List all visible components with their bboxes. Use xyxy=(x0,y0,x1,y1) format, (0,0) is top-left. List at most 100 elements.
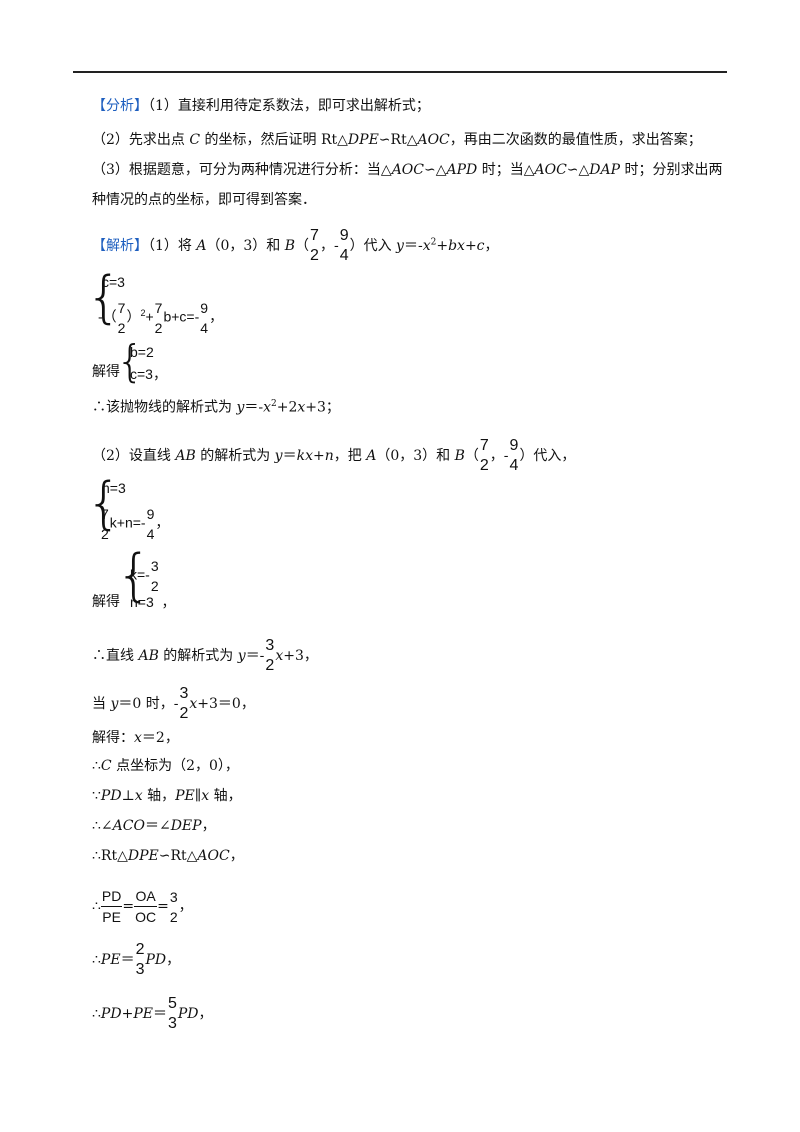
var: y xyxy=(396,238,404,254)
solve1-line-1: b=2 xyxy=(130,344,154,360)
text: ⊥ xyxy=(121,788,135,804)
numerator: 3 xyxy=(265,637,275,654)
denominator: 2 xyxy=(117,320,126,336)
text: ， xyxy=(198,1006,213,1022)
var: AOC xyxy=(534,162,567,178)
denominator: 3 xyxy=(135,961,145,978)
var: x xyxy=(134,730,142,746)
text: ， xyxy=(229,848,244,864)
text: ＝ xyxy=(152,1006,167,1022)
text: ，- xyxy=(319,238,339,254)
solve2-label: 解得 xyxy=(92,594,120,610)
solve2-line-2: n=3 ， xyxy=(130,592,176,612)
text: 时；当△ xyxy=(477,162,535,178)
denominator: 4 xyxy=(200,320,209,336)
var: B xyxy=(454,448,465,464)
text: ，把 xyxy=(333,448,367,464)
text: 轴， xyxy=(142,788,176,804)
denominator: 2 xyxy=(169,908,178,925)
numerator: 7 xyxy=(479,437,489,454)
denominator: 2 xyxy=(150,578,159,594)
text: c=3 xyxy=(130,366,153,382)
var: x xyxy=(189,696,198,712)
text: 的解析式为 xyxy=(195,448,275,464)
system1-line-1: c=3 xyxy=(102,274,125,290)
analysis-tag: 【分析】 xyxy=(92,98,148,114)
brace-icon: { xyxy=(116,543,152,608)
text: ， xyxy=(484,238,499,254)
text: ， xyxy=(155,514,170,531)
var: DAP xyxy=(589,162,621,178)
numerator: 9 xyxy=(146,506,155,522)
text: （2）先求出点 xyxy=(92,132,190,148)
text: 时；分别求出两 xyxy=(620,162,723,178)
var: n xyxy=(324,448,334,464)
var: y xyxy=(274,448,283,464)
text: ∴直线 xyxy=(92,648,139,664)
var: PD xyxy=(177,1006,199,1022)
numerator: 3 xyxy=(150,558,159,574)
text: （0，3）和 xyxy=(376,448,455,464)
var: kx xyxy=(296,448,313,464)
var: PE xyxy=(175,788,195,804)
var: ACO xyxy=(112,818,145,834)
denominator: 2 xyxy=(310,247,319,264)
text: 轴， xyxy=(209,788,242,804)
var: B xyxy=(284,238,296,254)
text: +3， xyxy=(283,648,318,664)
text: （2）设直线 xyxy=(92,448,176,464)
text: 当 xyxy=(92,696,111,712)
numerator: 9 xyxy=(339,227,349,244)
var: AOC xyxy=(197,848,230,864)
var: y xyxy=(236,399,245,416)
denominator: 4 xyxy=(339,247,349,264)
text: +3； xyxy=(305,399,340,416)
var: x xyxy=(263,399,272,416)
text: -（ xyxy=(98,308,117,325)
numerator: 7 xyxy=(117,300,126,316)
solve1-label: 解得 xyxy=(92,364,120,380)
var: y xyxy=(237,648,246,664)
var: y xyxy=(110,696,119,712)
var: x xyxy=(134,788,143,804)
text: k+n=- xyxy=(109,514,146,531)
header-rule xyxy=(73,71,727,73)
solution-tag: 【解析】 xyxy=(92,238,148,254)
exponent: 2 xyxy=(140,308,146,319)
var: c xyxy=(476,238,485,254)
text: ∽Rt△ xyxy=(378,132,418,148)
text: 的坐标，然后证明 Rt△ xyxy=(200,132,348,148)
text: + xyxy=(436,238,449,254)
text: ＝2， xyxy=(141,730,179,746)
solution-line-8: ∵PD⊥x 轴，PE∥x 轴， xyxy=(92,786,242,806)
text: ∽Rt△ xyxy=(158,848,198,864)
solution-line-10: ∴Rt△DPE∽Rt△AOC， xyxy=(92,846,244,866)
denominator: OC xyxy=(135,909,157,925)
var: bx xyxy=(448,238,465,254)
text: ）代入， xyxy=(519,448,576,464)
denominator: 2 xyxy=(154,320,163,336)
text: 种情况的点的坐标，即可得到答案． xyxy=(92,192,316,208)
text: ，- xyxy=(489,448,509,464)
text: ， xyxy=(201,818,216,834)
text: ＝0 时，- xyxy=(118,696,179,712)
numerator: 2 xyxy=(135,941,145,958)
